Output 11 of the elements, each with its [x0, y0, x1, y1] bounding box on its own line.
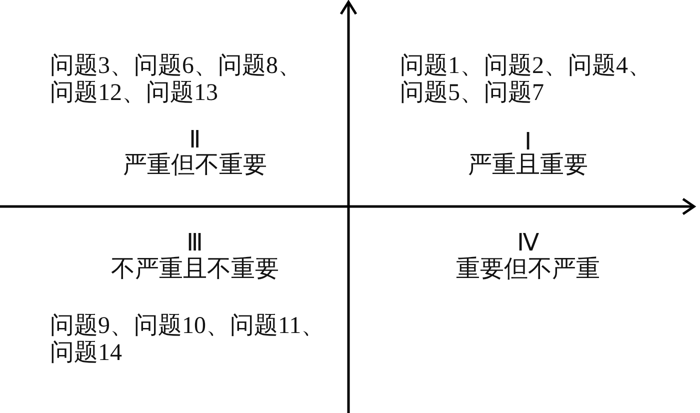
- quadrant-numeral: Ⅱ: [189, 128, 201, 154]
- quadrant-numeral: Ⅰ: [524, 130, 532, 156]
- quadrant-label: 不严重且不重要: [111, 256, 279, 284]
- issue-list: 问题1、问题2、问题4、问题5、问题7: [400, 53, 668, 107]
- issue-list: 问题3、问题6、问题8、问题12、问题13: [50, 53, 318, 107]
- quadrant-numeral: Ⅲ: [186, 230, 204, 258]
- quadrant-numeral: Ⅳ: [517, 230, 539, 258]
- quadrant-label: 严重但不重要: [123, 152, 267, 180]
- quadrant-label: 重要但不严重: [456, 256, 600, 284]
- quadrant-label: 严重且重要: [468, 152, 588, 180]
- issue-list: 问题9、问题10、问题11、问题14: [50, 313, 340, 367]
